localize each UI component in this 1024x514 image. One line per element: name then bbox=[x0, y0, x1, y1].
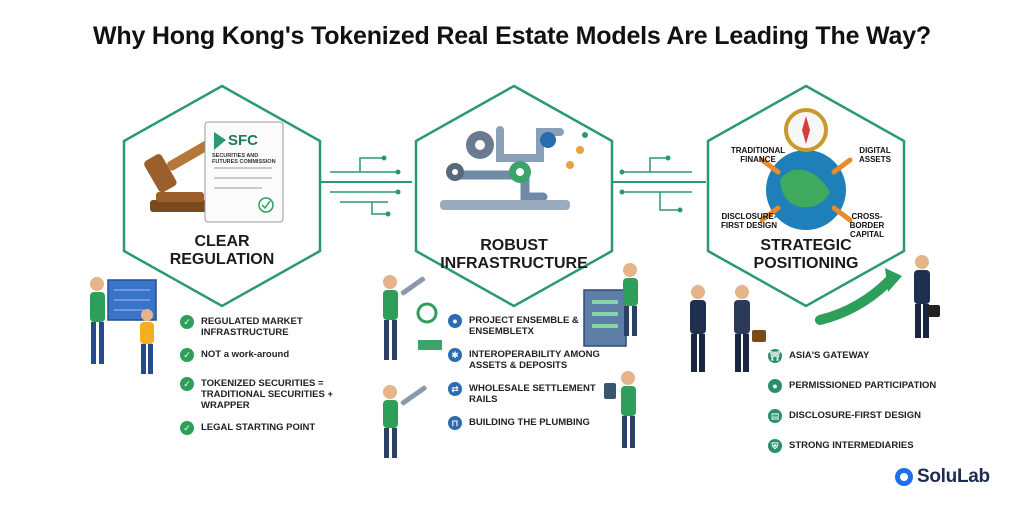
business-handshake-illustration bbox=[690, 255, 940, 372]
compass-label-digital-assets: DIGITAL ASSETS bbox=[858, 146, 891, 164]
regulation-list: ✓ REGULATED MARKET INFRASTRUCTURE ✓ NOT … bbox=[180, 315, 370, 435]
list-item-text: STRONG INTERMEDIARIES bbox=[789, 440, 914, 451]
document-icon: ▤ bbox=[768, 409, 782, 423]
list-item: ⛨ STRONG INTERMEDIARIES bbox=[768, 439, 948, 453]
sfc-badge: SFC bbox=[228, 132, 258, 149]
solulab-logo-icon bbox=[895, 468, 913, 486]
check-circle-icon: ✓ bbox=[180, 348, 194, 362]
brand-name: SoluLab bbox=[917, 466, 990, 487]
list-item: ⛩ ASIA'S GATEWAY bbox=[768, 349, 948, 363]
list-item: ⊓ BUILDING THE PLUMBING bbox=[448, 416, 608, 430]
compass-label-disclosure-first: DISCLOSURE-FIRST DESIGN bbox=[720, 212, 777, 230]
hex-label-line1: STRATEGIC bbox=[760, 237, 852, 254]
group-icon: ● bbox=[768, 379, 782, 393]
hex-label-line2: REGULATION bbox=[169, 251, 275, 268]
list-item-text: WHOLESALE SETTLEMENT RAILS bbox=[469, 383, 596, 405]
people-planning-illustration bbox=[90, 277, 157, 374]
sfc-document-icon bbox=[204, 121, 284, 223]
hex-label-positioning: STRATEGIC POSITIONING bbox=[744, 237, 868, 273]
list-item: ✓ NOT a work-around bbox=[180, 348, 370, 362]
hex-label-line2: INFRASTRUCTURE bbox=[440, 255, 588, 272]
list-item: ● PROJECT ENSEMBLE & ENSEMBLETX bbox=[448, 314, 608, 337]
connector-dots-left bbox=[381, 155, 401, 217]
list-item: ✓ LEGAL STARTING POINT bbox=[180, 421, 370, 435]
gate-icon: ⛩ bbox=[768, 349, 782, 363]
list-item: ● PERMISSIONED PARTICIPATION bbox=[768, 379, 948, 393]
list-item: ⇄ WHOLESALE SETTLEMENT RAILS bbox=[448, 382, 608, 405]
brand-logo: SoluLab bbox=[895, 466, 990, 488]
globe-compass-icon bbox=[759, 108, 853, 230]
list-item: ▤ DISCLOSURE-FIRST DESIGN bbox=[768, 409, 948, 423]
check-circle-icon: ✓ bbox=[180, 421, 194, 435]
people-icon: ● bbox=[448, 314, 462, 328]
infrastructure-list: ● PROJECT ENSEMBLE & ENSEMBLETX ✱ INTERO… bbox=[448, 314, 608, 430]
arrows-icon: ⇄ bbox=[448, 382, 462, 396]
list-item-text: INTEROPERABILITY AMONG ASSETS & DEPOSITS bbox=[469, 349, 600, 371]
hex-label-line1: CLEAR bbox=[194, 233, 250, 250]
compass-label-cross-border: CROSS-BORDER CAPITAL bbox=[849, 212, 885, 239]
list-item: ✓ REGULATED MARKET INFRASTRUCTURE bbox=[180, 315, 370, 338]
workers-illustration bbox=[383, 263, 638, 458]
list-item-text: BUILDING THE PLUMBING bbox=[469, 417, 590, 428]
gears-pipes-icon bbox=[440, 126, 588, 210]
list-item-text: REGULATED MARKET INFRASTRUCTURE bbox=[201, 316, 303, 338]
hex-label-infrastructure: ROBUST INFRASTRUCTURE bbox=[434, 237, 594, 273]
shield-icon: ⛨ bbox=[768, 439, 782, 453]
compass-label-traditional-finance: TRADITIONAL FINANCE bbox=[730, 146, 786, 164]
hex-label-line1: ROBUST bbox=[480, 237, 548, 254]
list-item-text: LEGAL STARTING POINT bbox=[201, 422, 316, 433]
connector-dots-right bbox=[619, 155, 683, 213]
hex-label-line2: POSITIONING bbox=[753, 255, 859, 272]
faucet-icon: ⊓ bbox=[448, 416, 462, 430]
hex-label-regulation: CLEAR REGULATION bbox=[162, 233, 282, 269]
list-item-text: TOKENIZED SECURITIES = TRADITIONAL SECUR… bbox=[201, 378, 334, 411]
page-title: Why Hong Kong's Tokenized Real Estate Mo… bbox=[93, 22, 931, 50]
connector-right bbox=[612, 157, 706, 211]
list-item: ✓ TOKENIZED SECURITIES = TRADITIONAL SEC… bbox=[180, 377, 370, 411]
connector-left bbox=[318, 157, 412, 215]
list-item: ✱ INTEROPERABILITY AMONG ASSETS & DEPOSI… bbox=[448, 348, 608, 371]
check-circle-icon: ✓ bbox=[180, 315, 194, 329]
list-item-text: NOT a work-around bbox=[201, 349, 290, 360]
sfc-badge-sub: SECURITIES AND FUTURES COMMISSION bbox=[212, 153, 276, 165]
list-item-text: ASIA'S GATEWAY bbox=[789, 350, 870, 361]
check-circle-icon: ✓ bbox=[180, 377, 194, 391]
network-icon: ✱ bbox=[448, 348, 462, 362]
list-item-text: PROJECT ENSEMBLE & ENSEMBLETX bbox=[469, 315, 579, 337]
positioning-list: ⛩ ASIA'S GATEWAY ● PERMISSIONED PARTICIP… bbox=[768, 349, 948, 453]
hexagon-infrastructure bbox=[414, 84, 614, 308]
list-item-text: PERMISSIONED PARTICIPATION bbox=[789, 380, 937, 391]
list-item-text: DISCLOSURE-FIRST DESIGN bbox=[789, 410, 921, 421]
